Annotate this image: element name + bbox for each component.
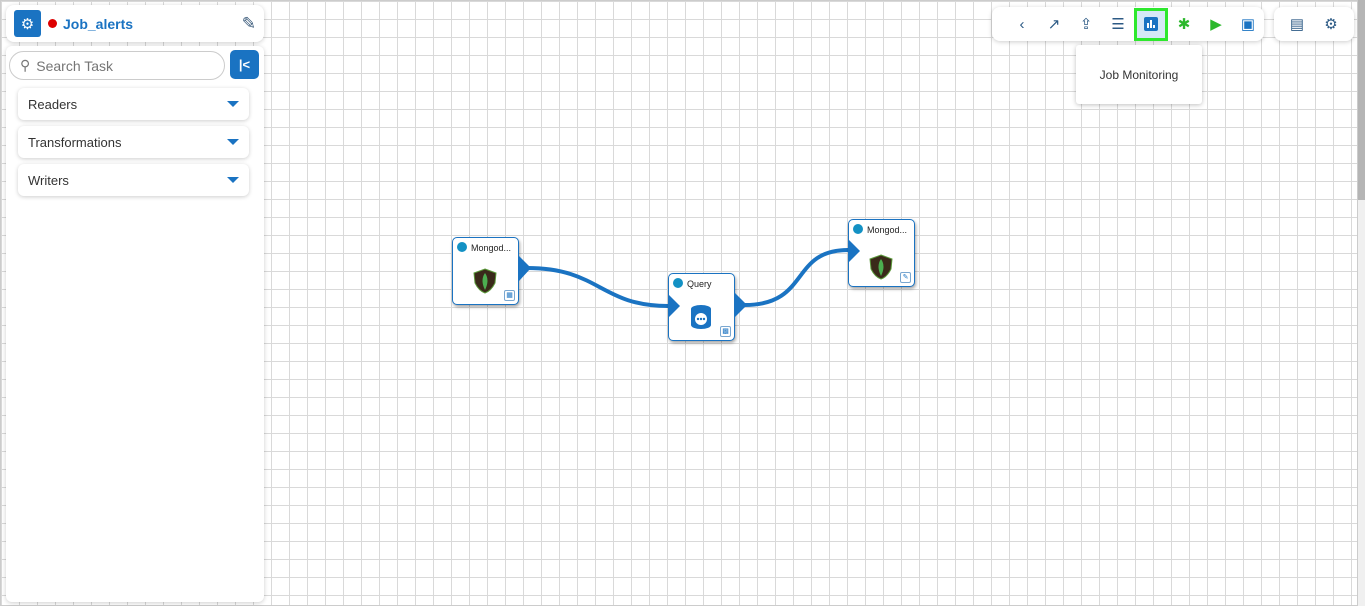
chevron-down-icon [227, 101, 239, 107]
gears-icon[interactable]: ⚙ [14, 10, 41, 37]
secondary-toolbar: ▤ ⚙ [1274, 7, 1354, 41]
section-label: Writers [28, 172, 69, 188]
status-dot [673, 278, 683, 288]
canvas-scrollbar[interactable] [1358, 0, 1365, 606]
save-icon[interactable]: ▣ [1240, 16, 1256, 33]
collapse-sidebar-button[interactable]: |< [230, 50, 259, 79]
chevron-down-icon [227, 139, 239, 145]
node-query[interactable]: Query ▩ [668, 273, 735, 341]
edge-reader-to-query [526, 266, 669, 308]
section-writers[interactable]: Writers [18, 164, 249, 196]
node-mongodb-reader[interactable]: Mongod... ▦ [452, 237, 519, 305]
node-label: Query [687, 279, 712, 289]
chevron-down-icon [227, 177, 239, 183]
database-query-icon [691, 305, 711, 329]
section-label: Transformations [28, 134, 122, 150]
task-sidebar: ⚲ |< Readers Transformations Writers [6, 46, 264, 602]
job-name: Job_alerts [63, 15, 134, 32]
reader-badge-icon: ▦ [504, 290, 515, 301]
section-readers[interactable]: Readers [18, 88, 249, 120]
mongodb-leaf-icon [473, 268, 497, 294]
logs-icon[interactable]: ☰ [1111, 16, 1125, 33]
upload-icon[interactable]: ⇪ [1079, 16, 1093, 33]
node-label: Mongod... [471, 243, 512, 253]
status-dot [853, 224, 863, 234]
list-icon[interactable]: ▤ [1289, 16, 1305, 33]
expand-arrow-icon[interactable]: ↗ [1047, 16, 1061, 33]
job-title-bar: ⚙ Job_alerts ✎ [6, 5, 264, 42]
edge-query-to-writer [744, 248, 849, 307]
search-task-field[interactable]: ⚲ [9, 51, 225, 80]
job-monitoring-tooltip: Job Monitoring [1076, 45, 1202, 104]
settings-gear-icon[interactable]: ⚙ [1324, 16, 1338, 33]
search-icon: ⚲ [20, 57, 31, 73]
search-input[interactable] [36, 57, 207, 74]
edit-pencil-icon[interactable]: ✎ [241, 13, 256, 33]
section-transformations[interactable]: Transformations [18, 126, 249, 158]
writer-badge-icon: ✎ [900, 272, 911, 283]
debug-bug-icon[interactable]: ✱ [1177, 16, 1191, 33]
job-status-dot [48, 19, 57, 28]
transform-badge-icon: ▩ [720, 326, 731, 337]
section-label: Readers [28, 96, 78, 112]
pipeline-toolbar: ‹ ↗ ⇪ ☰ ✱ ▶ ▣ [992, 7, 1264, 41]
job-monitoring-icon[interactable] [1134, 7, 1168, 41]
status-dot [457, 242, 467, 252]
back-icon[interactable]: ‹ [1019, 15, 1025, 33]
run-play-icon[interactable]: ▶ [1210, 16, 1222, 33]
node-label: Mongod... [867, 225, 908, 235]
node-mongodb-writer[interactable]: Mongod... ✎ [848, 219, 915, 287]
mongodb-leaf-icon [869, 254, 893, 280]
